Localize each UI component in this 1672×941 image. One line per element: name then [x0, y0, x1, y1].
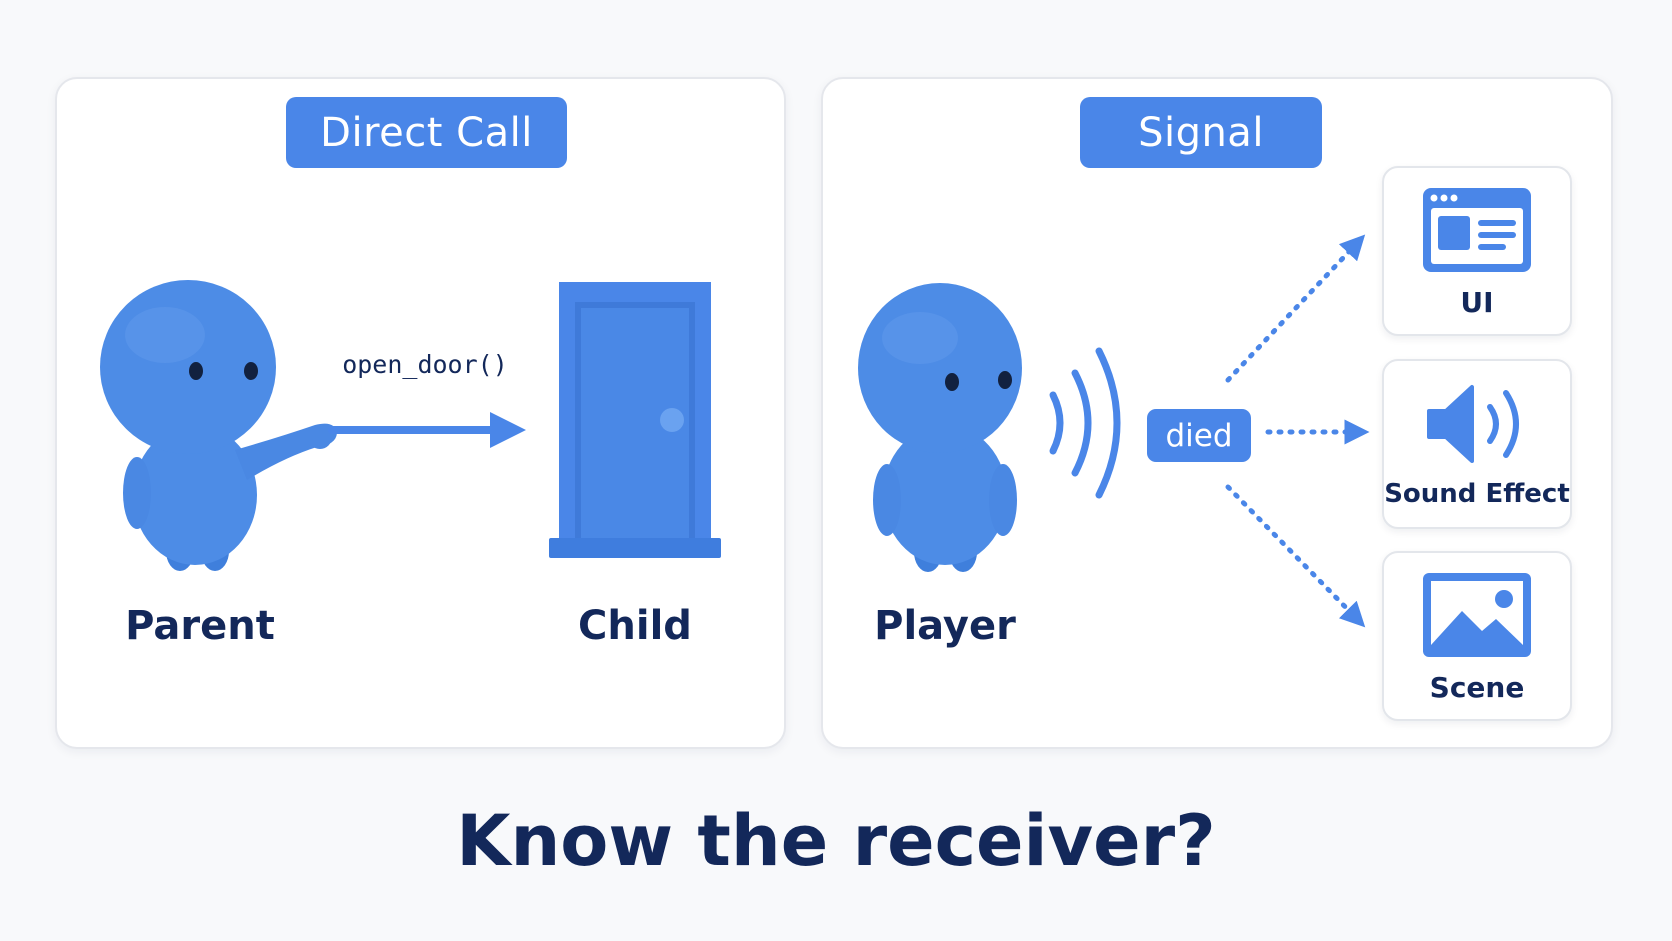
direct-call-title: Direct Call — [286, 97, 567, 168]
receiver-card-ui: UI — [1382, 166, 1572, 336]
browser-window-icon — [1423, 188, 1531, 272]
player-label: Player — [874, 603, 1016, 649]
question-caption: Know the receiver? — [456, 800, 1216, 882]
player-figure-icon — [858, 283, 1022, 572]
signal-name-chip: died — [1147, 409, 1251, 462]
arrow-to-scene — [1225, 484, 1366, 628]
call-arrow-icon — [328, 412, 526, 448]
door-icon — [549, 282, 721, 558]
parent-label: Parent — [125, 603, 275, 649]
receiver-label-scene: Scene — [1429, 671, 1525, 704]
arrow-to-ui — [1225, 234, 1366, 383]
receiver-card-scene: Scene — [1382, 551, 1572, 721]
image-icon — [1423, 573, 1531, 657]
child-label: Child — [578, 603, 692, 649]
receiver-card-sound-effect: Sound Effect — [1382, 359, 1572, 529]
signal-title: Signal — [1080, 97, 1322, 168]
parent-figure-icon — [100, 280, 337, 571]
receiver-label-sound-effect: Sound Effect — [1384, 479, 1570, 509]
call-label: open_door() — [342, 350, 508, 379]
speaker-icon — [1427, 385, 1519, 463]
broadcast-waves-icon — [1049, 347, 1121, 499]
receiver-label-ui: UI — [1460, 286, 1494, 319]
